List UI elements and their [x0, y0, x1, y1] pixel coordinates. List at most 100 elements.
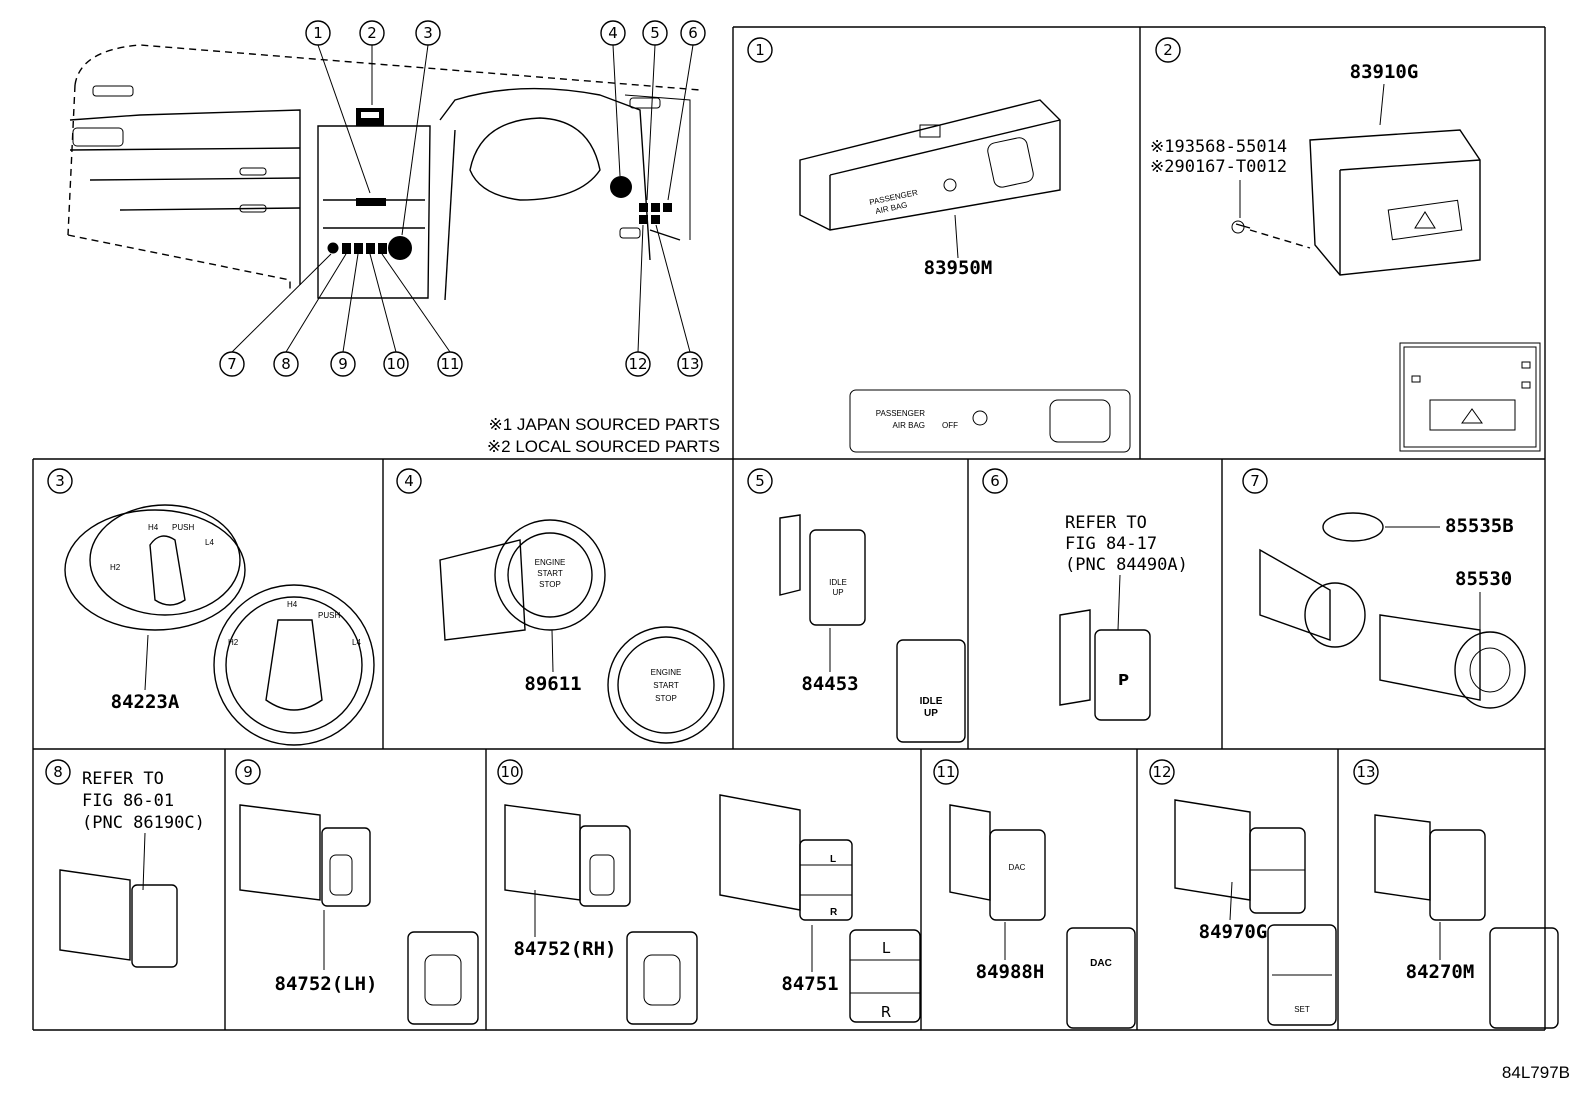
svg-text:5: 5 [755, 472, 765, 490]
svg-text:SET: SET [1294, 1005, 1310, 1014]
panel-2: 2 83910G ※193568-55014 ※290167-T0012 [1150, 37, 1541, 452]
note-japan: ※1 JAPAN SOURCED PARTS [488, 415, 720, 434]
part-84970G: 84970G [1199, 921, 1268, 943]
svg-text:STOP: STOP [539, 580, 561, 589]
svg-text:START: START [653, 681, 679, 690]
ref-193568: ※193568-55014 [1150, 137, 1287, 157]
svg-text:FIG 86-01: FIG 86-01 [82, 791, 174, 811]
svg-text:H2: H2 [228, 638, 239, 647]
svg-text:12: 12 [628, 355, 647, 373]
svg-text:REFER TO: REFER TO [1065, 513, 1147, 533]
panel-6: 6 REFER TO FIG 84-17 (PNC 84490A) P [982, 468, 1188, 721]
svg-text:6: 6 [688, 24, 698, 42]
callout-2: 2 [359, 20, 385, 46]
svg-text:10: 10 [500, 763, 519, 781]
svg-text:2: 2 [367, 24, 377, 42]
svg-text:4: 4 [404, 472, 414, 490]
panel-3: 3 H4 PUSH L4 H2 84223A H4 PUSH L4 H2 [47, 468, 375, 746]
svg-text:DAC: DAC [1090, 958, 1112, 969]
svg-text:PUSH: PUSH [318, 611, 340, 620]
svg-text:4: 4 [608, 24, 618, 42]
svg-text:7: 7 [1250, 472, 1260, 490]
svg-text:12: 12 [1152, 763, 1171, 781]
svg-text:IDLE: IDLE [920, 696, 943, 707]
part-85530: 85530 [1455, 568, 1512, 590]
part-84751: 84751 [781, 973, 838, 995]
part-84988H: 84988H [976, 961, 1045, 983]
panel-10: 10 84752(RH) L R 84751 L R [497, 759, 921, 1025]
callout-12: 12 [625, 351, 651, 377]
part-84752LH: 84752(LH) [275, 973, 378, 995]
svg-text:R: R [830, 907, 838, 918]
svg-text:9: 9 [243, 763, 253, 781]
note-local: ※2 LOCAL SOURCED PARTS [487, 437, 720, 456]
part-84270M: 84270M [1406, 961, 1475, 983]
svg-text:5: 5 [650, 24, 660, 42]
ref-290167: ※290167-T0012 [1150, 157, 1287, 177]
svg-text:(PNC 86190C): (PNC 86190C) [82, 813, 205, 833]
callout-13: 13 [677, 351, 703, 377]
svg-text:8: 8 [53, 763, 63, 781]
svg-text:2: 2 [1163, 41, 1173, 59]
panel-8: 8 REFER TO FIG 86-01 (PNC 86190C) [45, 759, 205, 968]
svg-text:ENGINE: ENGINE [535, 558, 566, 567]
callout-3: 3 [415, 20, 441, 46]
callout-6: 6 [680, 20, 706, 46]
svg-text:7: 7 [227, 355, 237, 373]
svg-text:H4: H4 [287, 600, 298, 609]
svg-text:(PNC 84490A): (PNC 84490A) [1065, 555, 1188, 575]
svg-text:L4: L4 [205, 538, 214, 547]
svg-text:PUSH: PUSH [172, 523, 194, 532]
svg-text:13: 13 [680, 355, 699, 373]
diagram-code: 84L797B [1502, 1063, 1570, 1082]
panel-5: 5 IDLE UP 84453 IDLE UP [747, 468, 966, 743]
svg-text:L: L [830, 854, 836, 865]
svg-text:PASSENGER: PASSENGER [876, 409, 925, 418]
svg-text:UP: UP [924, 708, 938, 719]
callout-8: 8 [273, 351, 299, 377]
svg-text:8: 8 [281, 355, 291, 373]
svg-text:H4: H4 [148, 523, 159, 532]
panel-grid [32, 26, 1546, 1031]
part-83950M: 83950M [924, 257, 993, 279]
panel-13: 13 84270M [1353, 759, 1559, 1029]
panel-1: 1 PASSENGER AIR BAG 83950M PASSENGER AIR… [747, 37, 1131, 453]
callout-5: 5 [642, 20, 668, 46]
svg-text:1: 1 [313, 24, 323, 42]
overview-callouts: 1 2 3 4 5 6 7 8 9 10 11 12 13 [219, 20, 706, 377]
svg-text:P: P [1118, 671, 1129, 689]
svg-text:STOP: STOP [655, 694, 677, 703]
callout-7: 7 [219, 351, 245, 377]
svg-text:3: 3 [423, 24, 433, 42]
svg-text:R: R [881, 1003, 891, 1021]
svg-text:10: 10 [386, 355, 405, 373]
svg-text:OFF: OFF [942, 421, 958, 430]
svg-text:REFER TO: REFER TO [82, 769, 164, 789]
panel-9: 9 84752(LH) [235, 759, 479, 1025]
svg-text:1: 1 [755, 41, 765, 59]
svg-text:UP: UP [832, 588, 843, 597]
part-85535B: 85535B [1445, 515, 1514, 537]
svg-text:9: 9 [338, 355, 348, 373]
callout-4: 4 [600, 20, 626, 46]
svg-text:L4: L4 [352, 638, 361, 647]
svg-text:DAC: DAC [1009, 863, 1026, 872]
panel-11: 11 DAC 84988H DAC [933, 759, 1136, 1029]
part-83910G: 83910G [1350, 61, 1419, 83]
panel-12: 12 84970G SET [1149, 759, 1337, 1026]
svg-text:11: 11 [936, 763, 955, 781]
callout-10: 10 [383, 351, 409, 377]
callout-11: 11 [437, 351, 463, 377]
svg-text:ENGINE: ENGINE [651, 668, 682, 677]
svg-text:13: 13 [1356, 763, 1375, 781]
part-84752RH: 84752(RH) [514, 938, 617, 960]
svg-text:START: START [537, 569, 563, 578]
panel-4: 4 ENGINE START STOP 89611 ENGINE START S… [396, 468, 725, 744]
part-84223A: 84223A [111, 691, 180, 713]
svg-text:L: L [882, 939, 891, 957]
svg-text:11: 11 [440, 355, 459, 373]
svg-text:FIG 84-17: FIG 84-17 [1065, 534, 1157, 554]
svg-text:6: 6 [990, 472, 1000, 490]
svg-text:IDLE: IDLE [829, 578, 847, 587]
